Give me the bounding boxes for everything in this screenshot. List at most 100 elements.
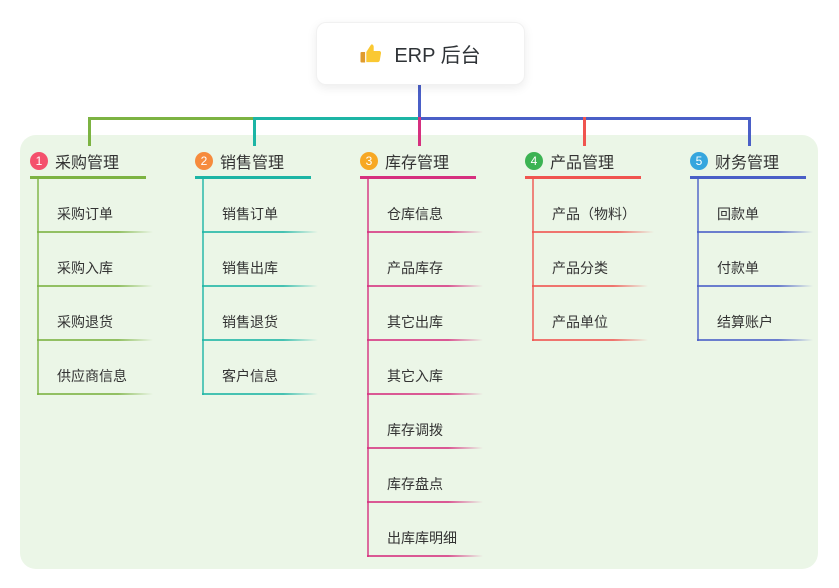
child-node[interactable]: 库存盘点 xyxy=(367,449,483,503)
child-node[interactable]: 客户信息 xyxy=(202,341,318,395)
child-node[interactable]: 库存调拨 xyxy=(367,395,483,449)
root-stem-line xyxy=(418,83,421,118)
child-underline xyxy=(367,339,483,341)
branch-children: 回款单付款单结算账户 xyxy=(697,179,813,341)
branch-drop-line xyxy=(253,117,256,146)
child-underline xyxy=(367,501,483,503)
branch-drop-line xyxy=(748,117,751,146)
child-label: 采购订单 xyxy=(57,206,113,222)
child-label: 产品单位 xyxy=(552,314,608,330)
branch-label: 销售管理 xyxy=(220,154,285,172)
hline-seg-1 xyxy=(88,117,256,120)
child-label: 库存盘点 xyxy=(387,476,443,492)
child-node[interactable]: 仓库信息 xyxy=(367,179,483,233)
child-underline xyxy=(367,285,483,287)
branch-badge-icon: 2 xyxy=(195,151,213,170)
child-node[interactable]: 采购入库 xyxy=(37,233,153,287)
child-node[interactable]: 采购退货 xyxy=(37,287,153,341)
child-label: 出库库明细 xyxy=(387,530,457,546)
branch-node-5[interactable]: 5 财务管理 xyxy=(690,145,806,179)
branch-badge-icon: 1 xyxy=(30,151,48,170)
branch-trunk-line xyxy=(367,179,369,557)
branch-node-4[interactable]: 4 产品管理 xyxy=(525,145,641,179)
child-underline xyxy=(697,285,813,287)
branch-trunk-line xyxy=(697,179,699,341)
child-node[interactable]: 出库库明细 xyxy=(367,503,483,557)
child-underline xyxy=(367,447,483,449)
branch-3: 3 库存管理仓库信息产品库存其它出库其它入库库存调拨库存盘点出库库明细 xyxy=(360,145,483,557)
child-label: 销售退货 xyxy=(222,314,278,330)
branch-node-1[interactable]: 1 采购管理 xyxy=(30,145,146,179)
child-node[interactable]: 付款单 xyxy=(697,233,813,287)
child-underline xyxy=(37,393,153,395)
branch-children: 销售订单销售出库销售退货客户信息 xyxy=(202,179,318,395)
child-node[interactable]: 产品单位 xyxy=(532,287,648,341)
child-node[interactable]: 产品库存 xyxy=(367,233,483,287)
child-underline xyxy=(202,339,318,341)
child-node[interactable]: 销售出库 xyxy=(202,233,318,287)
branch-badge-icon: 5 xyxy=(690,151,708,170)
child-label: 供应商信息 xyxy=(57,368,127,384)
child-label: 库存调拨 xyxy=(387,422,443,438)
branch-label: 库存管理 xyxy=(385,154,450,172)
child-underline xyxy=(202,231,318,233)
child-node[interactable]: 供应商信息 xyxy=(37,341,153,395)
child-label: 采购入库 xyxy=(57,260,113,276)
child-underline xyxy=(367,393,483,395)
child-node[interactable]: 产品分类 xyxy=(532,233,648,287)
child-underline xyxy=(697,339,813,341)
child-underline xyxy=(37,231,153,233)
child-label: 付款单 xyxy=(717,260,759,276)
child-label: 结算账户 xyxy=(717,314,773,330)
branch-children: 采购订单采购入库采购退货供应商信息 xyxy=(37,179,153,395)
child-label: 产品库存 xyxy=(387,260,443,276)
branch-4: 4 产品管理产品（物料） 产品分类产品单位 xyxy=(525,145,654,341)
branch-drop-line xyxy=(583,117,586,146)
thumbs-up-icon xyxy=(360,42,384,66)
child-label: 采购退货 xyxy=(57,314,113,330)
child-underline xyxy=(532,231,654,233)
branch-1: 1 采购管理采购订单采购入库采购退货供应商信息 xyxy=(30,145,153,395)
child-underline xyxy=(532,339,648,341)
child-label: 回款单 xyxy=(717,206,759,222)
root-title: ERP 后台 xyxy=(394,45,481,67)
branch-2: 2 销售管理销售订单销售出库销售退货客户信息 xyxy=(195,145,318,395)
hline-seg-2 xyxy=(253,117,419,120)
child-label: 销售订单 xyxy=(222,206,278,222)
child-underline xyxy=(367,231,483,233)
child-node[interactable]: 产品（物料） xyxy=(532,179,654,233)
branch-children: 产品（物料） 产品分类产品单位 xyxy=(532,179,654,341)
branch-children: 仓库信息产品库存其它出库其它入库库存调拨库存盘点出库库明细 xyxy=(367,179,483,557)
branch-node-3[interactable]: 3 库存管理 xyxy=(360,145,476,179)
child-label: 产品（物料） xyxy=(552,206,636,222)
branch-badge-icon: 3 xyxy=(360,151,378,170)
branch-trunk-line xyxy=(532,179,534,341)
child-label: 仓库信息 xyxy=(387,206,443,222)
branch-label: 采购管理 xyxy=(55,154,120,172)
root-node[interactable]: ERP 后台 xyxy=(316,22,525,85)
branch-trunk-line xyxy=(37,179,39,395)
branch-drop-line xyxy=(88,117,91,146)
child-underline xyxy=(202,393,318,395)
child-label: 产品分类 xyxy=(552,260,608,276)
branch-badge-icon: 4 xyxy=(525,151,543,170)
child-underline xyxy=(367,555,483,557)
branch-drop-line xyxy=(418,117,421,146)
child-node[interactable]: 销售订单 xyxy=(202,179,318,233)
child-underline xyxy=(37,339,153,341)
child-underline xyxy=(532,285,648,287)
child-underline xyxy=(37,285,153,287)
child-node[interactable]: 采购订单 xyxy=(37,179,153,233)
branch-label: 财务管理 xyxy=(715,154,780,172)
branch-label: 产品管理 xyxy=(550,154,615,172)
child-node[interactable]: 销售退货 xyxy=(202,287,318,341)
child-node[interactable]: 其它出库 xyxy=(367,287,483,341)
branch-node-2[interactable]: 2 销售管理 xyxy=(195,145,311,179)
child-label: 销售出库 xyxy=(222,260,278,276)
child-node[interactable]: 其它入库 xyxy=(367,341,483,395)
branch-5: 5 财务管理回款单付款单结算账户 xyxy=(690,145,813,341)
child-node[interactable]: 结算账户 xyxy=(697,287,813,341)
child-label: 客户信息 xyxy=(222,368,278,384)
child-node[interactable]: 回款单 xyxy=(697,179,813,233)
branch-trunk-line xyxy=(202,179,204,395)
